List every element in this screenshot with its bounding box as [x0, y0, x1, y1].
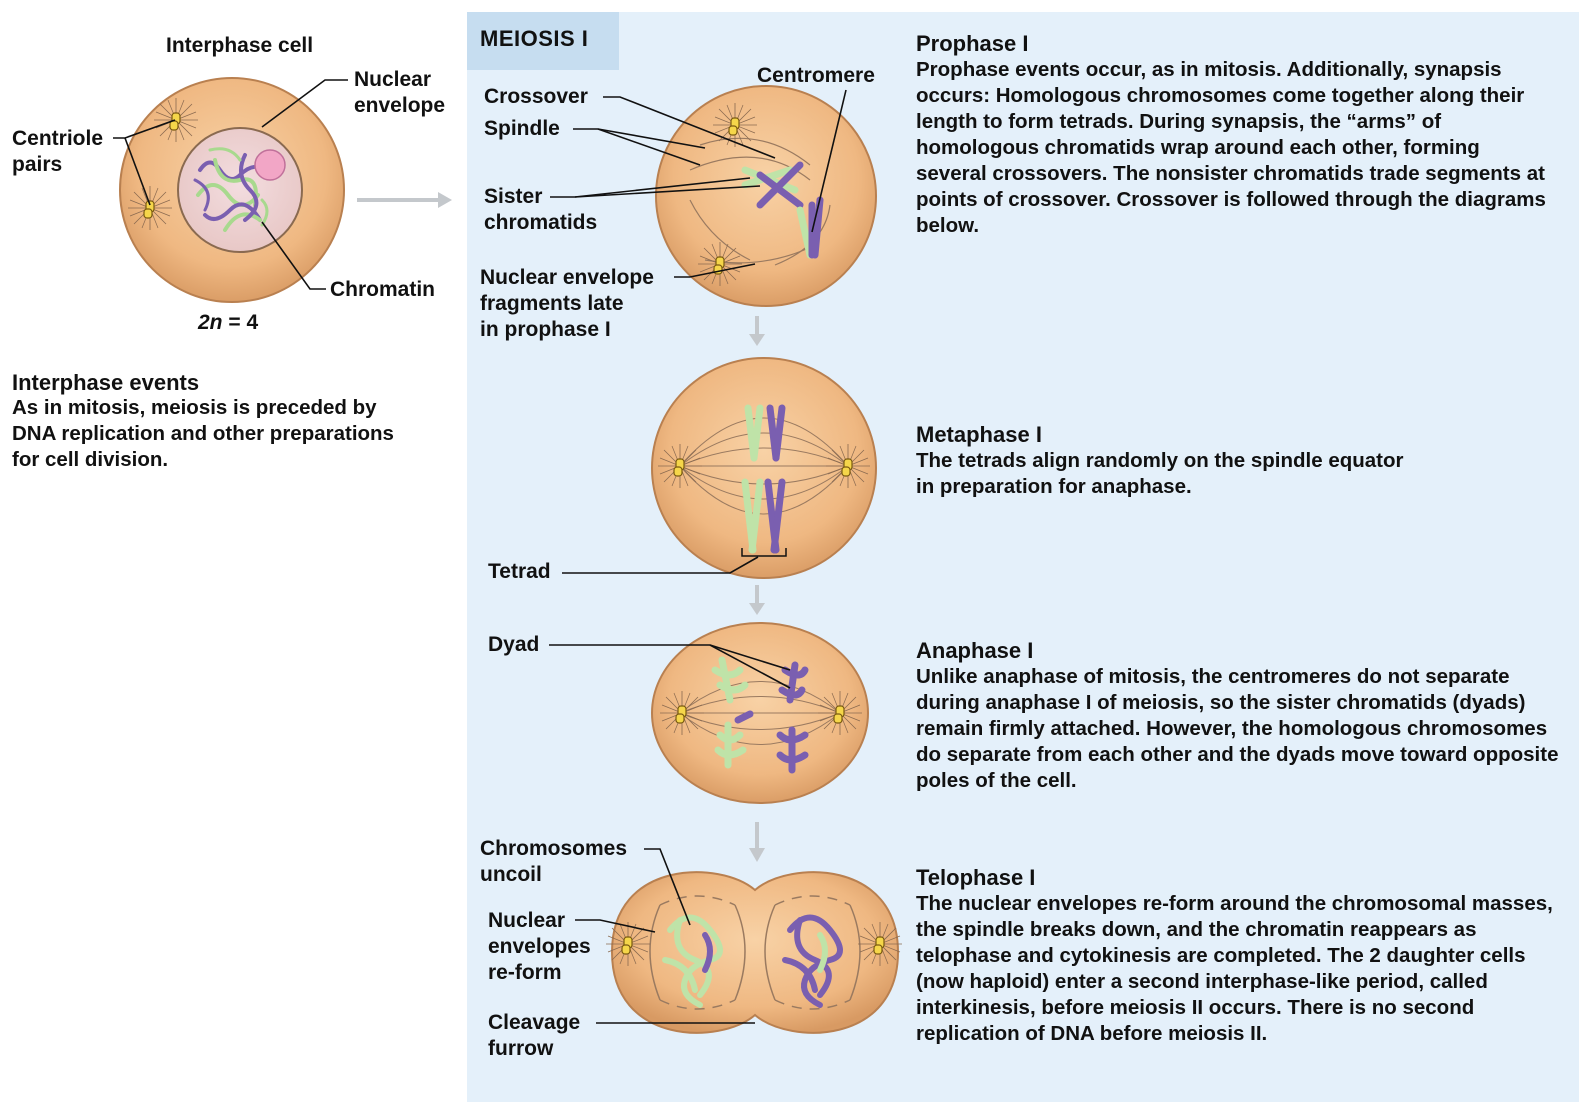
- label-furrow-line2: furrow: [488, 1037, 554, 1060]
- label-reform-line3: re-form: [488, 961, 562, 984]
- telophase-cell: [605, 871, 903, 1034]
- label-uncoil-line2: uncoil: [480, 863, 542, 886]
- meiosis-title: MEIOSIS I: [480, 26, 589, 51]
- interphase-leaders: [113, 79, 348, 290]
- label-reform-line2: envelopes: [488, 935, 591, 958]
- label-reform-line1: Nuclear: [488, 909, 566, 932]
- label-centriole-line1: Centriole: [12, 127, 104, 150]
- label-nef-line3: in prophase I: [480, 318, 611, 341]
- interphase-events-heading: Interphase events: [12, 370, 200, 395]
- label-tetrad: Tetrad: [488, 560, 551, 583]
- label-chromatin: Chromatin: [330, 278, 435, 301]
- chromatin: [193, 147, 269, 232]
- label-spindle: Spindle: [484, 117, 560, 140]
- interphase-events-text: As in mitosis, meiosis is preceded by DN…: [12, 396, 394, 471]
- interphase-title: Interphase cell: [166, 34, 314, 57]
- anaphase-cell: [651, 622, 869, 804]
- prophase-heading: Prophase I: [916, 31, 1029, 56]
- anaphase-text: Unlike anaphase of mitosis, the centrome…: [916, 665, 1559, 792]
- metaphase-cell: [651, 357, 877, 579]
- label-furrow-line1: Cleavage: [488, 1011, 581, 1034]
- label-centromere: Centromere: [757, 64, 875, 87]
- prophase-cell: [655, 85, 877, 307]
- interphase-cell: [119, 77, 345, 303]
- metaphase-heading: Metaphase I: [916, 422, 1042, 447]
- ploidy-n: 2n: [198, 311, 223, 334]
- tetrad-leader: [562, 556, 759, 574]
- label-crossover: Crossover: [484, 85, 588, 108]
- label-nuclear-envelope-line1: Nuclear: [354, 68, 432, 91]
- label-sister-line2: chromatids: [484, 211, 598, 234]
- label-nef-line2: fragments late: [480, 292, 624, 315]
- anaphase-heading: Anaphase I: [916, 638, 1034, 663]
- down-arrow-icons: [749, 316, 765, 862]
- ploidy-value: = 4: [222, 311, 259, 334]
- ploidy-label: 2n = 4: [198, 310, 258, 336]
- telophase-heading: Telophase I: [916, 865, 1036, 890]
- label-nuclear-envelope-line2: envelope: [354, 94, 446, 117]
- label-sister-line1: Sister: [484, 185, 543, 208]
- telophase-text: The nuclear envelopes re-form around the…: [916, 892, 1553, 1045]
- prophase-leaders: [550, 89, 847, 278]
- metaphase-text: The tetrads align randomly on the spindl…: [916, 449, 1404, 498]
- prophase-text: Prophase events occur, as in mitosis. Ad…: [916, 58, 1546, 237]
- label-dyad: Dyad: [488, 633, 540, 656]
- telophase-leaders: [575, 848, 755, 1024]
- dyad-leader: [549, 644, 791, 689]
- meiosis-tab: [467, 12, 619, 70]
- arrow-right-icon: [357, 192, 452, 208]
- label-centriole-line2: pairs: [12, 153, 63, 176]
- nucleolus: [254, 149, 286, 181]
- label-nef-line1: Nuclear envelope: [480, 266, 654, 289]
- label-uncoil-line1: Chromosomes: [480, 837, 628, 860]
